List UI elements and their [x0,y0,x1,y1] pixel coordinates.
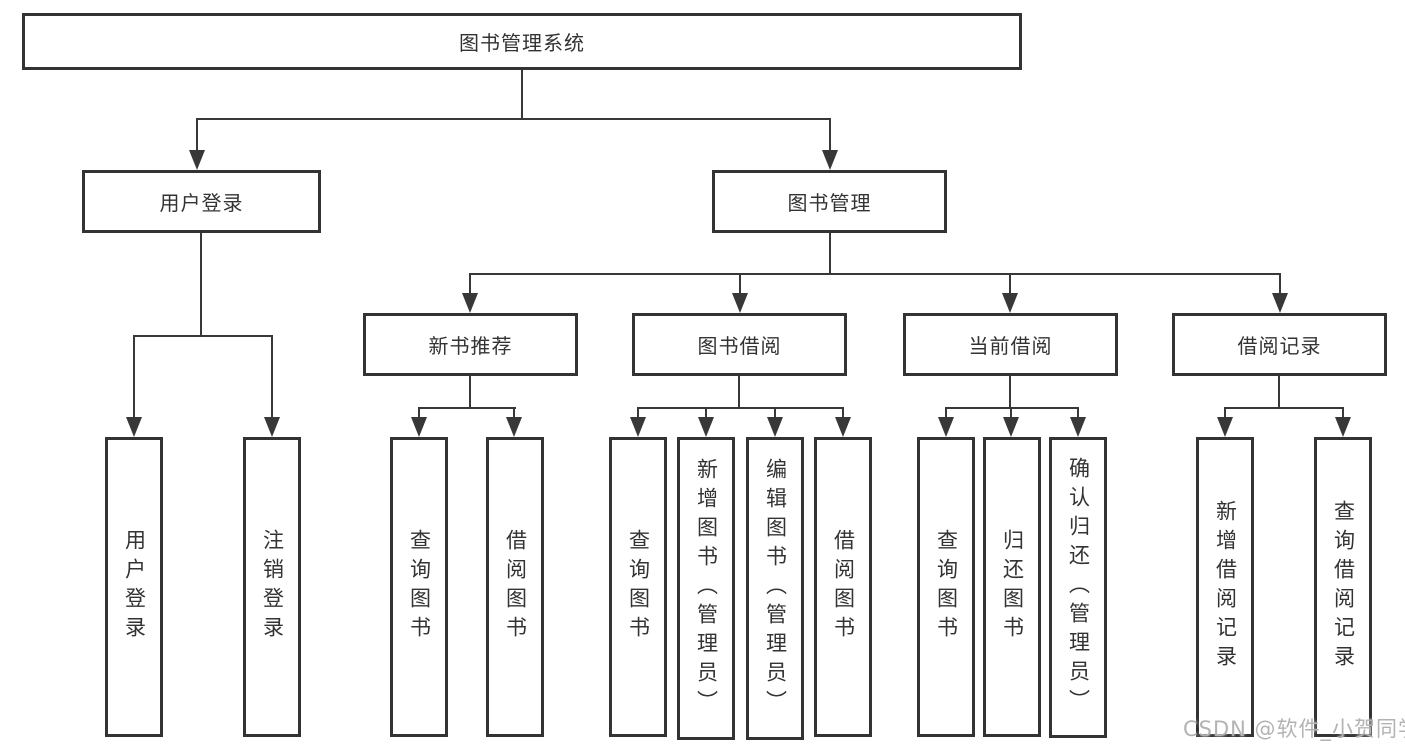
connector-line [945,407,1079,409]
node-book-management: 图书管理 [712,170,947,233]
connector-line [469,273,1281,275]
arrow-down-icon [264,417,280,437]
connector-line [829,118,831,152]
arrow-down-icon [1002,293,1018,313]
arrow-down-icon [698,417,714,437]
node-current-borrowing: 当前借阅 [903,313,1118,376]
arrow-down-icon [1272,293,1288,313]
connector-line [418,407,420,419]
connector-line [521,70,523,119]
arrow-down-icon [1003,417,1019,437]
leaf-user-login: 用户登录 [105,437,163,737]
connector-line [513,407,515,419]
node-new-book-recommend: 新书推荐 [363,313,578,376]
arrow-down-icon [630,417,646,437]
arrow-down-icon [506,417,522,437]
connector-line [829,233,831,275]
leaf-query-books-current: 查询图书 [917,437,975,737]
arrow-down-icon [732,293,748,313]
arrow-down-icon [462,293,478,313]
connector-line [637,407,639,419]
arrow-down-icon [822,150,838,170]
connector-line [637,407,844,409]
connector-line [200,233,202,337]
arrow-down-icon [835,417,851,437]
leaf-confirm-return-admin: 确认归还（管理员） [1049,437,1107,738]
connector-line [196,118,198,152]
csdn-watermark: CSDN @软件_小贺同学 [1183,717,1405,741]
arrow-down-icon [767,417,783,437]
connector-line [1009,376,1011,409]
leaf-edit-books-admin: 编辑图书（管理员） [746,437,804,740]
arrow-down-icon [1217,417,1233,437]
node-book-borrowing: 图书借阅 [632,313,847,376]
node-borrow-records: 借阅记录 [1172,313,1387,376]
arrow-down-icon [411,417,427,437]
leaf-query-books-borrowing: 查询图书 [609,437,667,737]
connector-line [842,407,844,419]
leaf-query-borrow-record: 查询借阅记录 [1314,437,1372,737]
connector-line [1224,407,1344,409]
connector-line [133,335,273,337]
node-library-system: 图书管理系统 [22,13,1022,70]
connector-line [705,407,707,419]
arrow-down-icon [1070,417,1086,437]
arrow-down-icon [189,150,205,170]
connector-line [1009,273,1011,295]
connector-line [1224,407,1226,419]
connector-line [945,407,947,419]
node-user-login: 用户登录 [82,170,321,233]
connector-line [271,335,273,419]
connector-line [1077,407,1079,419]
connector-line [469,273,471,295]
leaf-return-books: 归还图书 [983,437,1041,737]
arrow-down-icon [1335,417,1351,437]
connector-line [469,376,471,409]
leaf-borrow-books-borrowing: 借阅图书 [814,437,872,737]
connector-line [1010,407,1012,419]
connector-line [1279,273,1281,295]
leaf-query-books-recommend: 查询图书 [390,437,448,737]
connector-line [774,407,776,419]
connector-line [739,273,741,295]
leaf-add-books-admin: 新增图书（管理员） [677,437,735,740]
connector-line [196,118,831,120]
connector-line [738,376,740,409]
leaf-logout: 注销登录 [243,437,301,737]
arrow-down-icon [938,417,954,437]
arrow-down-icon [126,417,142,437]
connector-line [1278,376,1280,409]
leaf-borrow-books-recommend: 借阅图书 [486,437,544,737]
connector-line [1342,407,1344,419]
leaf-add-borrow-record: 新增借阅记录 [1196,437,1254,737]
connector-line [133,335,135,419]
connector-line [418,407,516,409]
